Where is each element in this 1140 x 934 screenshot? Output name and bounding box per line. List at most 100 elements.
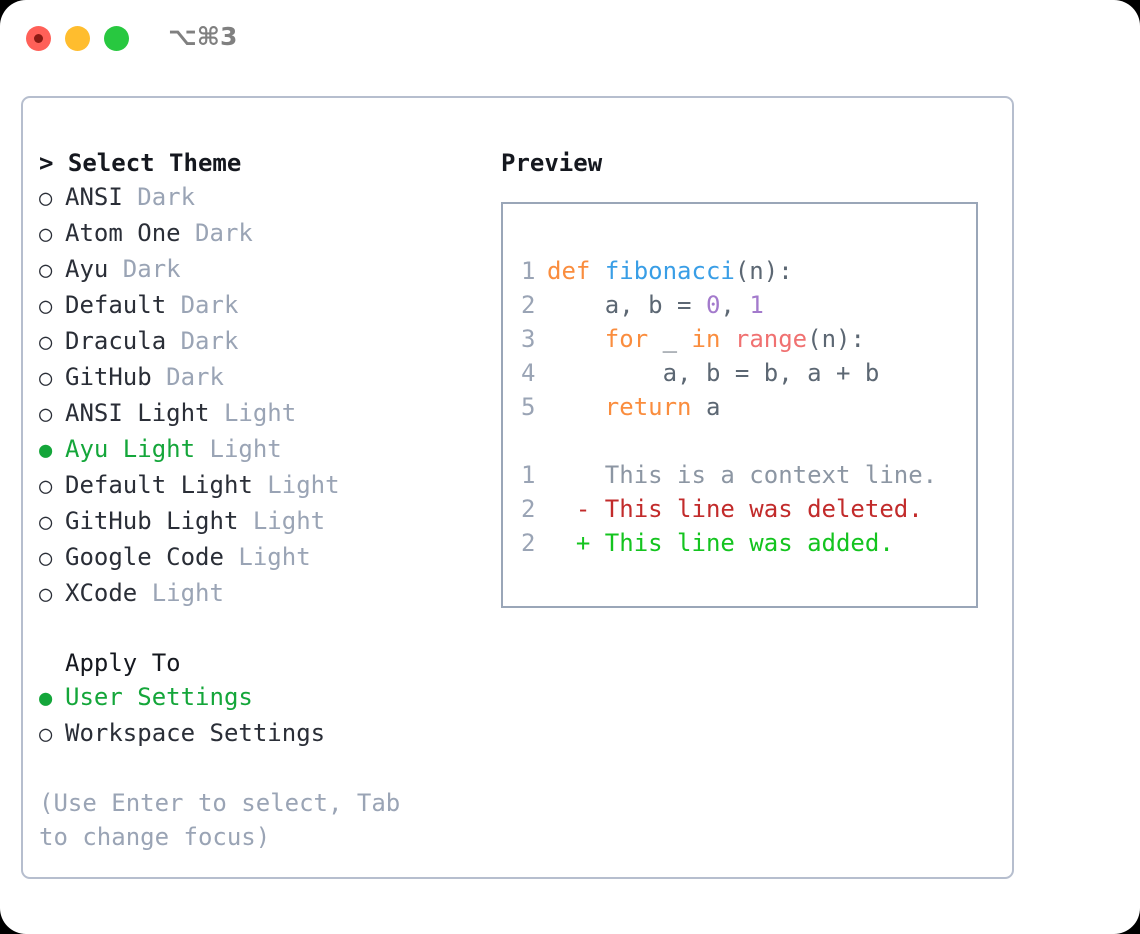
- line-number: 1: [521, 461, 536, 489]
- theme-name: ANSI Light: [65, 399, 224, 427]
- theme-variant-label: Light: [209, 435, 282, 463]
- diff-line: 2 + This line was added.: [521, 526, 971, 560]
- theme-variant-label: Light: [151, 579, 224, 607]
- theme-variant-label: Dark: [137, 183, 196, 211]
- code-token: [720, 325, 734, 353]
- code-token: (n):: [734, 257, 793, 285]
- code-token: def: [547, 257, 591, 285]
- radio-selected-icon: ●: [39, 686, 53, 711]
- theme-name: Default: [65, 291, 181, 319]
- maximize-button[interactable]: [104, 26, 129, 51]
- diff-line: 2 - This line was deleted.: [521, 492, 971, 526]
- theme-list-item[interactable]: ○ Ayu Dark: [39, 252, 489, 288]
- code-token: return: [604, 393, 692, 421]
- code-token: a: [691, 393, 721, 421]
- radio-unselected-icon: ○: [39, 294, 53, 319]
- code-line: 4 a, b = b, a + b: [521, 356, 971, 390]
- theme-name: Dracula: [65, 327, 181, 355]
- line-number: 2: [521, 529, 536, 557]
- diff-text: - This line was deleted.: [547, 495, 923, 523]
- theme-name: GitHub Light: [65, 507, 253, 535]
- apply-to-header: Apply To: [65, 649, 181, 677]
- theme-variant-label: Dark: [122, 255, 181, 283]
- traffic-light-group: [26, 26, 129, 51]
- code-token: 0: [705, 291, 721, 319]
- code-token: [590, 257, 604, 285]
- radio-unselected-icon: ○: [39, 546, 53, 571]
- line-number: 2: [521, 495, 536, 523]
- keyboard-shortcut-label: ⌥⌘3: [168, 22, 238, 51]
- minimize-button[interactable]: [65, 26, 90, 51]
- code-token: a, b = b, a + b: [547, 359, 880, 387]
- diff-text: + This line was added.: [547, 529, 894, 557]
- code-token: [547, 393, 605, 421]
- code-token: ,: [720, 291, 750, 319]
- theme-name: XCode: [65, 579, 152, 607]
- apply-to-label: User Settings: [65, 683, 253, 711]
- theme-variant-label: Light: [252, 507, 326, 535]
- theme-variant-label: Dark: [180, 327, 239, 355]
- apply-to-option[interactable]: ○ Workspace Settings: [39, 716, 489, 752]
- code-token: _: [648, 325, 692, 353]
- section-spacer: [39, 612, 489, 646]
- preview-title: Preview: [501, 149, 603, 177]
- line-number: 2: [521, 291, 536, 319]
- radio-unselected-icon: ○: [39, 366, 53, 391]
- theme-list-item[interactable]: ○GitHub Light Light: [39, 504, 489, 540]
- radio-unselected-icon: ○: [39, 402, 53, 427]
- code-token: fibonacci: [604, 257, 735, 285]
- theme-list-item[interactable]: ● Ayu Light Light: [39, 432, 489, 468]
- theme-list-item[interactable]: ○GitHub Dark: [39, 360, 489, 396]
- code-token: in: [691, 325, 721, 353]
- diff-sample: 1 This is a context line. 2 - This line w…: [521, 458, 971, 560]
- apply-to-list: ● User Settings ○ Workspace Settings: [39, 680, 489, 752]
- theme-variant-label: Dark: [180, 291, 239, 319]
- line-number: 1: [521, 257, 536, 285]
- code-token: 1: [749, 291, 764, 319]
- radio-unselected-icon: ○: [39, 258, 53, 283]
- title-bar: ⌥⌘3: [0, 0, 1140, 78]
- theme-list-item[interactable]: ○ Atom One Dark: [39, 216, 489, 252]
- theme-variant-label: Dark: [195, 219, 253, 247]
- theme-list-item[interactable]: ○Google Code Light: [39, 540, 489, 576]
- radio-unselected-icon: ○: [39, 582, 53, 607]
- theme-name: Atom One: [65, 219, 196, 247]
- close-icon: [34, 34, 43, 43]
- theme-list-item[interactable]: ○ ANSI Light Light: [39, 396, 489, 432]
- theme-selector-column: > Select Theme ○ANSI Dark○Atom One Dark○…: [39, 146, 489, 854]
- radio-unselected-icon: ○: [39, 222, 53, 247]
- radio-selected-icon: ●: [39, 438, 53, 463]
- theme-list-item[interactable]: ○ Default Dark: [39, 288, 489, 324]
- theme-name: Ayu Light: [65, 435, 210, 463]
- code-line: 5 return a: [521, 390, 971, 424]
- theme-variant-label: Light: [267, 471, 340, 499]
- theme-variant-label: Light: [223, 399, 297, 427]
- radio-unselected-icon: ○: [39, 722, 53, 747]
- code-line: 1 def fibonacci(n):: [521, 254, 971, 288]
- theme-name: Ayu: [65, 255, 123, 283]
- theme-name: Default Light: [65, 471, 268, 499]
- close-button[interactable]: [26, 26, 51, 51]
- theme-list-header: > Select Theme: [39, 149, 242, 177]
- content-panel: > Select Theme ○ANSI Dark○Atom One Dark○…: [21, 96, 1014, 879]
- apply-to-label: Workspace Settings: [65, 719, 326, 747]
- theme-list-item[interactable]: ○ ANSI Dark: [39, 180, 489, 216]
- theme-list: ○ ANSI Dark ○ Atom One Dark ○ Ayu Dark ○ Defaul…: [39, 180, 489, 612]
- theme-name: ANSI: [65, 183, 138, 211]
- diff-text: This is a context line.: [547, 461, 938, 489]
- radio-unselected-icon: ○: [39, 474, 53, 499]
- code-line: 2 a, b = 0, 1: [521, 288, 971, 322]
- apply-to-option[interactable]: ● User Settings: [39, 680, 489, 716]
- code-line: 3 for _ in range(n):: [521, 322, 971, 356]
- theme-list-item[interactable]: ○ Default Light Light: [39, 468, 489, 504]
- theme-list-item[interactable]: ○Dracula Dark: [39, 324, 489, 360]
- code-token: a, b =: [547, 291, 706, 319]
- radio-unselected-icon: ○: [39, 186, 53, 211]
- theme-variant-label: Light: [238, 543, 311, 571]
- theme-list-item[interactable]: ○ XCode Light: [39, 576, 489, 612]
